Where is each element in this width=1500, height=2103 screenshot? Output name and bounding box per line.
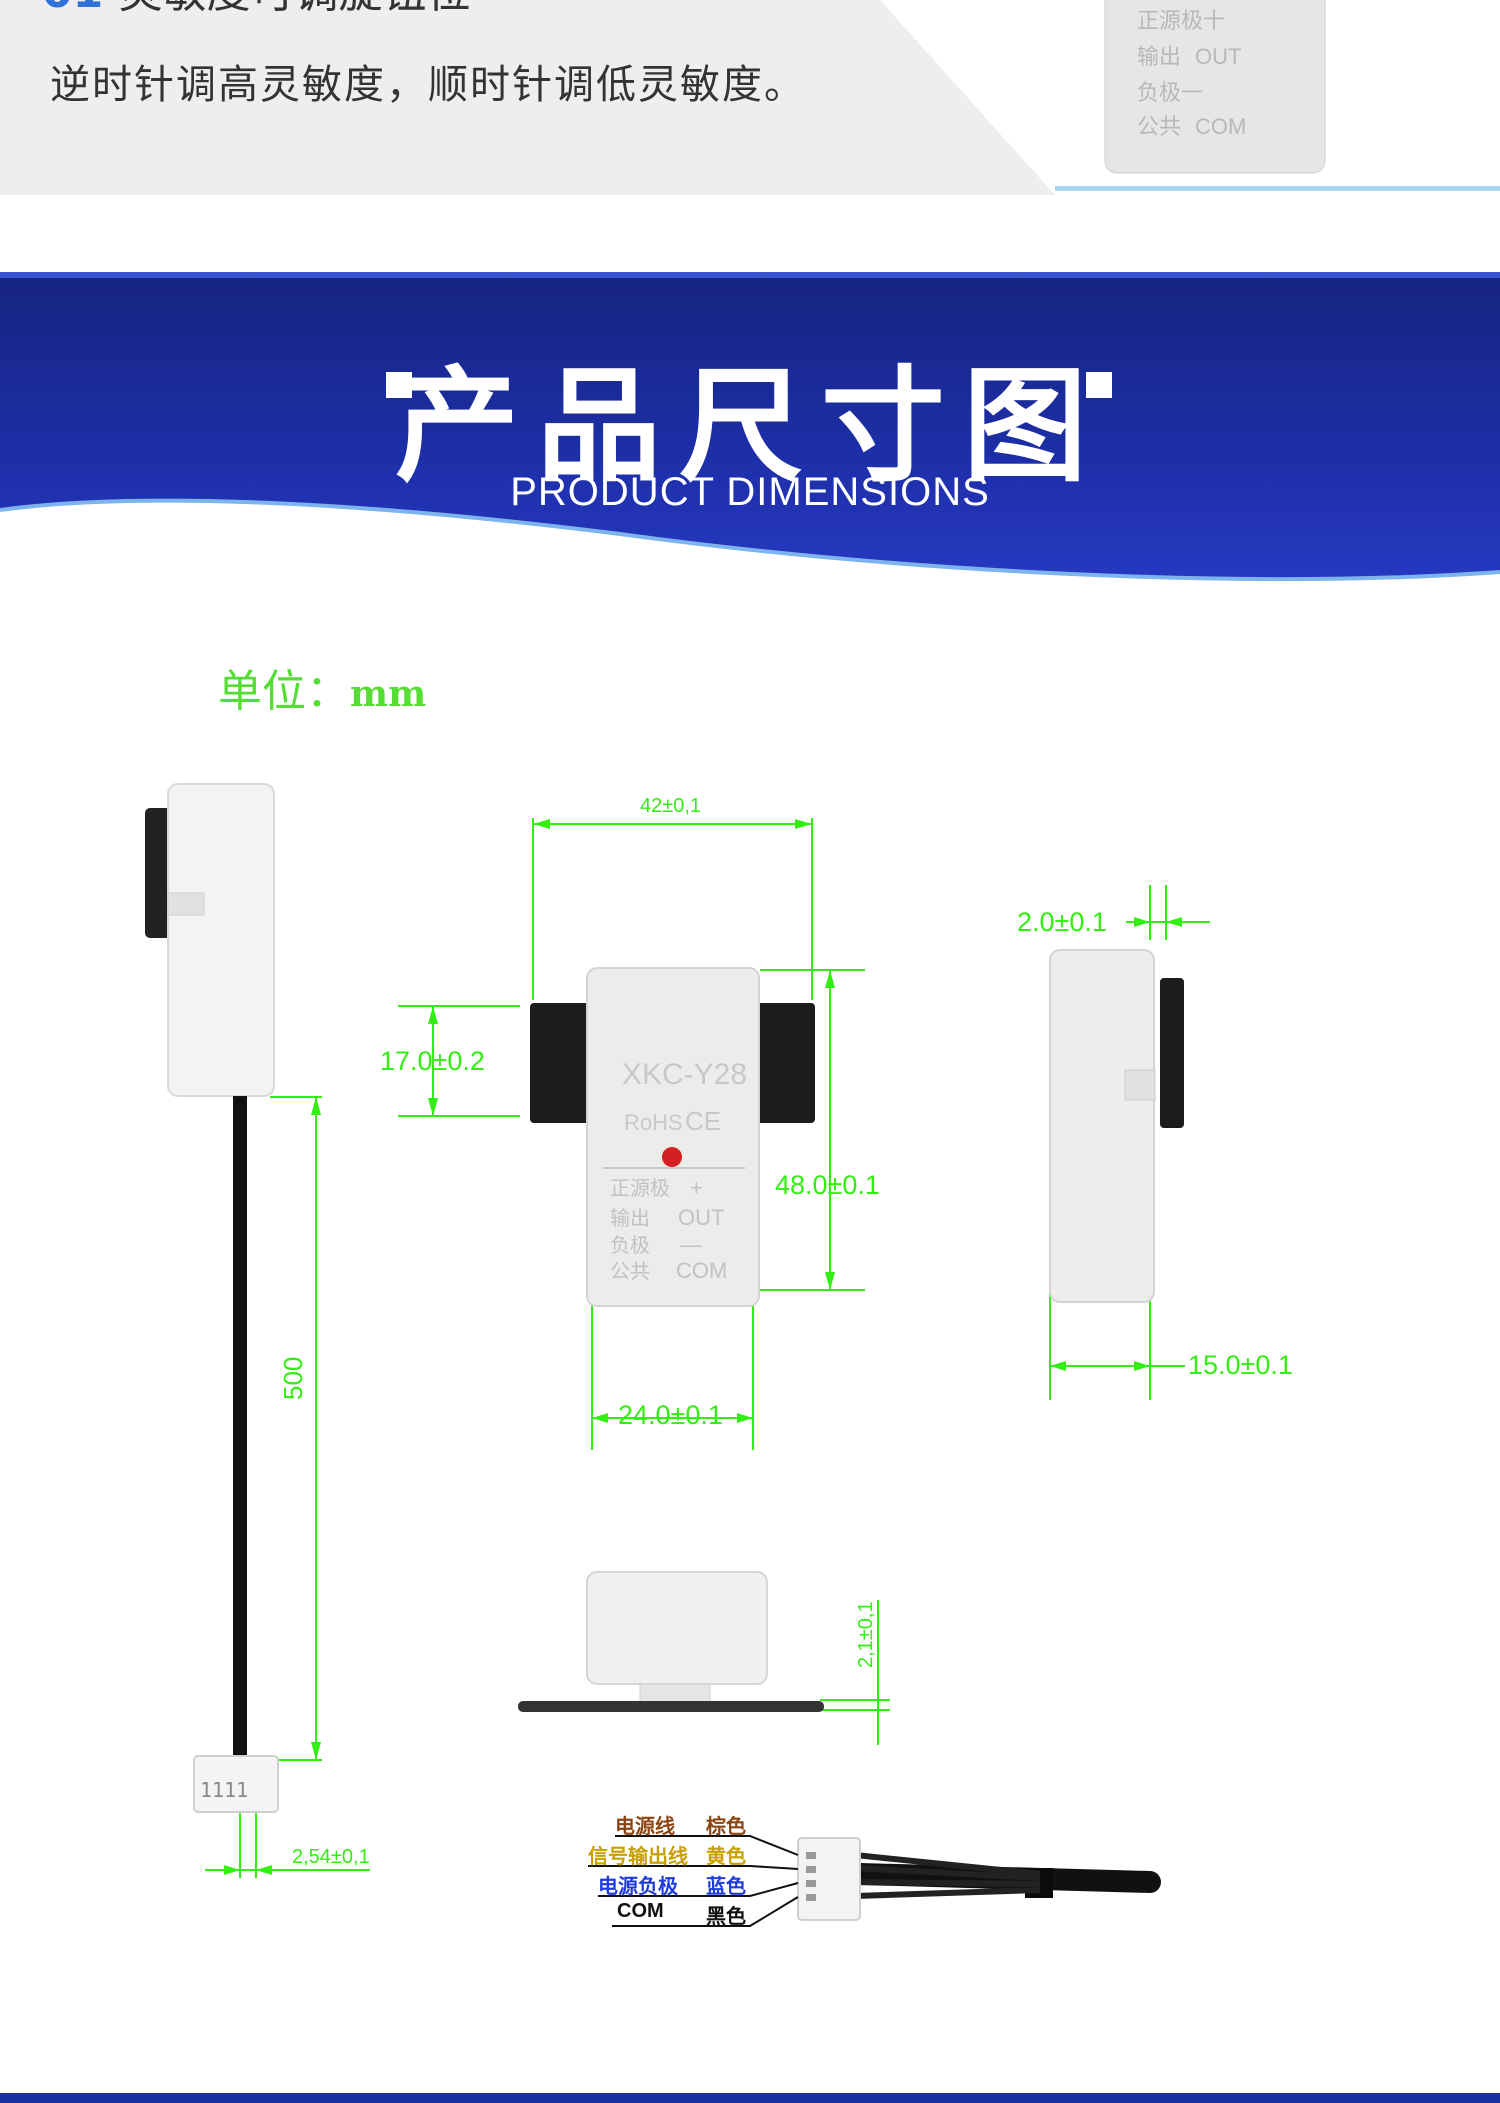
svg-text:公共: 公共 <box>610 1259 650 1283</box>
title-square-right <box>1086 372 1112 398</box>
svg-text:COM: COM <box>676 1258 727 1283</box>
dim-height-left: 17.0±0.2 <box>380 1046 485 1076</box>
legend-vcc-color: 棕色 <box>706 1814 746 1838</box>
connector-cable-image <box>797 1837 1161 1921</box>
svg-text:输出: 输出 <box>610 1206 650 1230</box>
svg-text:+: + <box>690 1175 703 1200</box>
banner-background <box>0 272 1500 582</box>
sensor-side-with-cable: 1111 <box>145 783 279 1813</box>
legend-com-color: 黑色 <box>706 1904 746 1928</box>
svg-text:负极一: 负极一 <box>1137 81 1203 106</box>
svg-text:OUT: OUT <box>678 1205 724 1230</box>
dimension-lines <box>205 818 1210 1878</box>
legend-com-name: COM <box>617 1900 664 1922</box>
dim-width-bottom: 24.0±0.1 <box>618 1400 723 1430</box>
title-square-left <box>386 372 412 398</box>
svg-text:—: — <box>680 1232 702 1257</box>
unit-label: 单位：mm <box>218 666 427 717</box>
bottom-border <box>0 2093 1500 2103</box>
svg-text:CE: CE <box>685 1106 721 1136</box>
top-section-shape: 正源极十 输出 OUT 负极一 公共 COM <box>880 0 1500 195</box>
dim-side-thickness: 2.0±0.1 <box>1017 907 1107 937</box>
svg-text:输出: 输出 <box>1137 45 1181 70</box>
svg-text:1111: 1111 <box>200 1778 248 1802</box>
legend-gnd-name: 电源负极 <box>598 1874 678 1898</box>
legend-signal-name: 信号输出线 <box>588 1844 688 1868</box>
svg-text:XKC-Y28: XKC-Y28 <box>622 1058 747 1091</box>
legend-gnd-color: 蓝色 <box>706 1874 746 1898</box>
svg-text:RoHS: RoHS <box>624 1110 683 1135</box>
sensitivity-instruction: 逆时针调高灵敏度，顺时针调低灵敏度。 <box>50 62 806 108</box>
svg-text:公共: 公共 <box>1137 115 1181 140</box>
svg-text:负极: 负极 <box>610 1233 650 1257</box>
dim-cable-length: 500 <box>278 1356 308 1400</box>
dim-side-depth: 15.0±0.1 <box>1188 1350 1293 1380</box>
sensor-right-side-view <box>1049 949 1184 1303</box>
sensor-front-view: XKC-Y28 RoHS CE 正源极 + 输出 OUT 负极 — 公共 COM <box>530 967 815 1307</box>
legend-signal-color: 黄色 <box>706 1844 746 1868</box>
section-title: 产品尺寸图 <box>394 355 1105 499</box>
unit-value: mm <box>350 673 427 715</box>
dim-bottom-thickness: 2,1±0,1 <box>855 1601 877 1668</box>
previous-heading-fragment: 01 灵敏度可调旋钮位 <box>42 0 662 12</box>
dimension-arrowheads <box>224 819 1182 1875</box>
sensor-bottom-view <box>518 1571 824 1712</box>
svg-text:正源极十: 正源极十 <box>1137 9 1225 34</box>
section-subtitle: PRODUCT DIMENSIONS <box>510 470 990 514</box>
dim-width-top: 42±0,1 <box>640 795 702 817</box>
dim-height-right: 48.0±0.1 <box>775 1170 880 1200</box>
svg-text:COM: COM <box>1195 114 1246 139</box>
svg-text:正源极: 正源极 <box>610 1176 670 1200</box>
legend-vcc-name: 电源线 <box>615 1814 675 1838</box>
sensor-top-image: 正源极十 输出 OUT 负极一 公共 COM <box>1104 0 1326 174</box>
legend-leader-lines <box>588 1835 799 1927</box>
svg-text:OUT: OUT <box>1195 44 1241 69</box>
dim-pin-pitch: 2,54±0,1 <box>292 1846 370 1868</box>
